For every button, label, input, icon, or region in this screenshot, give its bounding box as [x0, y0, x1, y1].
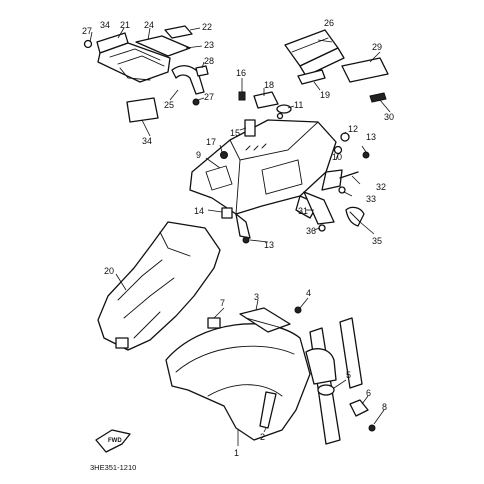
part-27-screw-lower: [192, 98, 200, 106]
callout-28: 28: [204, 56, 214, 66]
part-11-hole: [276, 112, 284, 120]
fender-side-pieces: [221, 151, 370, 244]
leader-lines: [89, 27, 391, 446]
part-25-stay: [171, 65, 205, 95]
callout-32: 32: [376, 182, 386, 192]
part-1-front-fender: [165, 323, 311, 441]
callout-25: 25: [164, 100, 174, 110]
tail-cover-assembly: [284, 29, 389, 103]
part-20-foot: [115, 337, 129, 349]
callout-30: 30: [384, 112, 394, 122]
part-5-spacer: [317, 384, 335, 396]
callout-13-top: 13: [366, 132, 376, 142]
part-23-cover: [135, 35, 191, 57]
part-11-grommet: [276, 104, 292, 114]
part-6-clip: [349, 399, 369, 417]
part-15-bracket: [244, 119, 256, 137]
callout-35: 35: [372, 236, 382, 246]
part-20-inner-fender: [97, 221, 221, 351]
part-34-decal: [126, 97, 159, 123]
callout-labels: 1 2 3 4 5 6 7 8 9 10 11 12 13 13 14 15 1…: [82, 18, 394, 458]
part-17-nut: [220, 151, 228, 159]
part-24-cowl-body: [97, 42, 171, 83]
part-33-washer: [338, 186, 346, 194]
part-3-brace: [239, 307, 291, 333]
callout-18: 18: [264, 80, 274, 90]
inner-fender-assembly: [97, 221, 221, 351]
part-32-bolt: [339, 171, 359, 179]
part-31-flap: [303, 191, 335, 225]
callout-1: 1: [234, 448, 239, 458]
fwd-label: FWD: [108, 438, 122, 444]
part-10-nut: [333, 145, 343, 155]
part-26-side: [299, 47, 345, 77]
callout-5: 5: [346, 370, 351, 380]
part-13-screw-lower: [242, 236, 250, 244]
part-12-grommet-a: [340, 132, 350, 142]
part-29-plate: [341, 57, 389, 83]
callout-23: 23: [204, 40, 214, 50]
callout-2: 2: [260, 432, 265, 442]
part-30-damper: [369, 92, 387, 103]
rear-fender-assembly: [189, 91, 350, 239]
callout-19: 19: [320, 90, 330, 100]
callout-22: 22: [202, 22, 212, 32]
forward-direction-indicator: FWD: [95, 429, 131, 453]
callout-20: 20: [104, 266, 114, 276]
part-9-flap: [321, 169, 343, 191]
part-13-screw-top: [362, 151, 370, 159]
callout-31: 31: [298, 206, 308, 216]
callout-26: 26: [324, 18, 334, 28]
callout-8: 8: [382, 402, 387, 412]
part-9-rear-fender: [189, 119, 337, 215]
callout-27-top: 27: [82, 26, 92, 36]
callout-34-lower: 34: [142, 136, 152, 146]
callout-12: 12: [348, 124, 358, 134]
rear-cowl-assembly: [83, 25, 209, 123]
part-27-screw-top: [83, 39, 93, 49]
callout-10: 10: [332, 152, 342, 162]
callout-3: 3: [254, 292, 259, 302]
callout-15: 15: [230, 128, 240, 138]
part-8-screw: [368, 424, 376, 432]
callout-6: 6: [366, 388, 371, 398]
callout-14: 14: [194, 206, 204, 216]
part-4-bolt: [294, 306, 302, 314]
fork-tube-right: [339, 317, 363, 389]
callout-33: 33: [366, 194, 376, 204]
callout-4: 4: [306, 288, 311, 298]
fork-bottom-case: [305, 348, 337, 385]
callout-9: 9: [196, 150, 201, 160]
callout-13-lower: 13: [264, 240, 274, 250]
front-fender-assembly: [165, 306, 376, 445]
part-16-bolt: [238, 91, 246, 101]
part-19-pad: [297, 69, 326, 85]
part-2-reflector-strip: [259, 391, 277, 429]
fwd-arrow-icon: [95, 429, 131, 453]
callout-7: 7: [220, 298, 225, 308]
part-9-fender-tab: [235, 213, 251, 239]
part-7-clamp: [207, 317, 221, 329]
callout-16: 16: [236, 68, 246, 78]
callout-34-top: 34: [100, 20, 110, 30]
part-14-clip: [221, 207, 233, 219]
callout-24: 24: [144, 20, 154, 30]
callout-36: 36: [306, 226, 316, 236]
part-18-holder: [253, 91, 279, 109]
callout-29: 29: [372, 42, 382, 52]
callout-11: 11: [294, 100, 303, 110]
part-22-emblem: [164, 25, 193, 39]
callout-17: 17: [206, 137, 216, 147]
figure-code: 3HE351-1210: [90, 463, 136, 472]
callout-27-lower: 27: [204, 92, 214, 102]
callout-21: 21: [120, 20, 130, 30]
